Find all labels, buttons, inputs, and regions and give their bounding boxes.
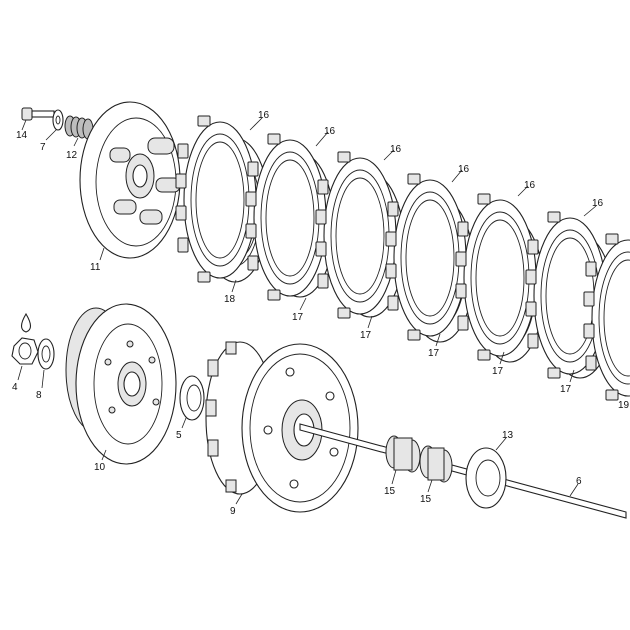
callout-16-d: 16 bbox=[458, 164, 470, 175]
lock-washer-part bbox=[37, 338, 55, 370]
thrust-washer-part bbox=[179, 375, 205, 421]
callout-7: 7 bbox=[40, 142, 46, 153]
friction-disc-4 bbox=[385, 173, 467, 341]
callout-9: 9 bbox=[230, 506, 236, 517]
callout-15-a: 15 bbox=[384, 486, 396, 497]
needle-bearing-2 bbox=[419, 445, 453, 483]
callout-13: 13 bbox=[502, 430, 514, 441]
friction-disc-5 bbox=[455, 193, 537, 361]
callout-12: 12 bbox=[66, 150, 78, 161]
friction-disc-3 bbox=[315, 151, 397, 319]
callout-18: 18 bbox=[224, 294, 236, 305]
friction-disc-1 bbox=[175, 115, 257, 283]
callout-16-b: 16 bbox=[324, 126, 336, 137]
callout-17-a: 17 bbox=[292, 312, 304, 323]
callout-6: 6 bbox=[576, 476, 582, 487]
needle-bearing-1 bbox=[385, 435, 421, 473]
callout-16-a: 16 bbox=[258, 110, 270, 121]
callout-8: 8 bbox=[36, 390, 42, 401]
callout-17-c: 17 bbox=[428, 348, 440, 359]
sprocket-part bbox=[465, 447, 507, 509]
callout-10: 10 bbox=[94, 462, 106, 473]
callout-15-b: 15 bbox=[420, 494, 432, 505]
callout-16-f: 16 bbox=[592, 198, 604, 209]
callout-11: 11 bbox=[90, 262, 101, 273]
callout-16-e: 16 bbox=[524, 180, 536, 191]
callout-4: 4 bbox=[12, 382, 18, 393]
callout-14: 14 bbox=[16, 130, 28, 141]
callout-16-c: 16 bbox=[390, 144, 402, 155]
leader-lines bbox=[17, 117, 597, 505]
pressure-plate-part bbox=[79, 101, 181, 259]
callout-5: 5 bbox=[176, 430, 182, 441]
clutch-basket-part bbox=[205, 341, 359, 513]
bolt-part bbox=[21, 107, 55, 121]
callout-17-e: 17 bbox=[560, 384, 572, 395]
callout-19: 19 bbox=[618, 400, 630, 411]
washer-part bbox=[52, 109, 64, 131]
push-rod-part bbox=[299, 423, 627, 519]
callout-17-b: 17 bbox=[360, 330, 372, 341]
inner-hub-part bbox=[65, 303, 177, 465]
callout-17-d: 17 bbox=[492, 366, 504, 377]
oil-drop-icon bbox=[20, 312, 32, 333]
nut-part bbox=[11, 337, 39, 365]
